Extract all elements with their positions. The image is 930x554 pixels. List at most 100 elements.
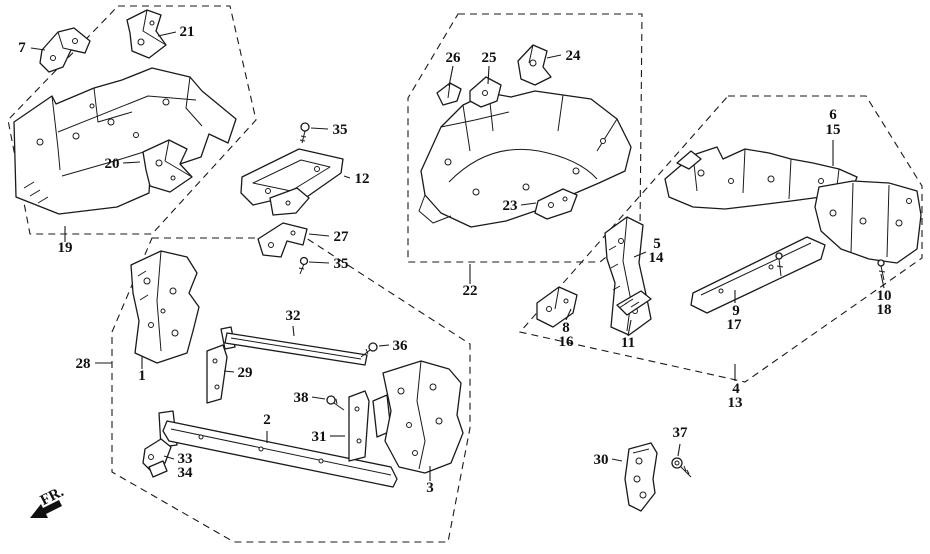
fr-label: FR.: [38, 484, 67, 509]
part-3-side-panel-right: [372, 360, 464, 474]
part-number-37: 37: [673, 425, 689, 441]
leader-line-7: [30, 47, 46, 51]
part-number-29: 29: [238, 365, 253, 381]
part-37-bolt: [671, 457, 692, 478]
leader-line-11: [627, 319, 632, 337]
leader-line-36: [378, 344, 390, 347]
part-number-11: 11: [621, 335, 635, 351]
part-22-wheelhouse-assembly: [418, 90, 632, 228]
leader-line-37: [677, 443, 681, 457]
part-12-plate: [240, 148, 344, 216]
boundary-boxes-layer: [7, 5, 923, 543]
part-8-16-bracket: [536, 286, 578, 328]
part-number-20: 20: [105, 156, 120, 172]
part-27-bracket: [257, 222, 308, 258]
part-number-23: 23: [503, 198, 518, 214]
group-22-boundary: [407, 13, 643, 263]
parts-artwork-layer: [13, 9, 922, 512]
part-number-32: 32: [286, 308, 301, 324]
leader-line-14: [633, 251, 647, 258]
part-number-3: 3: [426, 480, 434, 496]
leader-line-35: [310, 127, 329, 130]
leader-line-35: [308, 261, 330, 264]
part-number-17: 17: [727, 317, 743, 333]
part-25-bracket: [469, 76, 502, 108]
leader-line-21: [157, 31, 177, 37]
part-23-bracket: [534, 188, 578, 220]
part-6-15-upper-member: [664, 146, 858, 210]
part-number-25: 25: [482, 50, 497, 66]
part-number-14: 14: [649, 250, 665, 266]
leader-line-30: [611, 458, 623, 462]
leader-line-26: [448, 65, 454, 87]
leader-line-34: [163, 455, 175, 460]
part-number-1: 1: [138, 368, 146, 384]
part-number-4: 4: [732, 381, 740, 397]
part-19-front-side-frame: [13, 67, 237, 215]
part-number-38: 38: [294, 390, 309, 406]
leader-line-25: [487, 65, 490, 85]
fr-arrow-icon: [30, 500, 62, 518]
part-number-2: 2: [263, 412, 271, 428]
part-5-14-pillar: [604, 216, 652, 336]
leader-line-18: [880, 273, 885, 289]
group-4-13-boundary: [518, 95, 923, 383]
fr-indicator: FR.: [30, 484, 67, 518]
part-26-bracket: [436, 82, 462, 106]
part-number-34: 34: [178, 465, 194, 481]
part-number-35: 35: [334, 256, 349, 272]
part-number-31: 31: [312, 429, 327, 445]
part-number-33: 33: [178, 451, 193, 467]
part-number-21: 21: [180, 24, 195, 40]
leader-line-12: [343, 175, 351, 179]
part-35-bolt-upper: [299, 122, 310, 144]
part-number-13: 13: [728, 395, 743, 411]
part-number-6: 6: [829, 107, 837, 123]
leader-line-27: [308, 233, 330, 237]
part-number-15: 15: [826, 122, 841, 138]
part-32-upper-crossbar: [220, 326, 368, 366]
part-29-stay: [206, 344, 228, 404]
part-10-18-panel: [814, 180, 922, 281]
leader-line-38: [311, 396, 326, 400]
part-number-8: 8: [562, 320, 570, 336]
part-33-34-bracket: [142, 438, 172, 478]
part-number-28: 28: [76, 356, 91, 372]
part-number-12: 12: [355, 171, 370, 187]
part-20-bracket: [142, 139, 193, 193]
part-number-7: 7: [18, 40, 26, 56]
part-number-35: 35: [333, 122, 348, 138]
leader-line-20: [122, 161, 141, 164]
part-number-10: 10: [877, 288, 892, 304]
part-35-bolt-lower: [298, 256, 309, 275]
part-24-bracket: [517, 44, 552, 86]
part-36-bolt: [360, 342, 378, 358]
leader-line-24: [546, 54, 562, 59]
part-number-36: 36: [393, 338, 409, 354]
part-2-lower-crossmember: [158, 410, 398, 488]
part-number-16: 16: [559, 334, 575, 350]
part-number-9: 9: [732, 303, 740, 319]
part-number-19: 19: [58, 240, 73, 256]
part-number-27: 27: [334, 229, 350, 245]
leader-line-32: [292, 325, 295, 337]
part-number-5: 5: [653, 236, 661, 252]
leader-line-23: [520, 202, 537, 206]
group-19-boundary: [7, 5, 257, 235]
part-11-stiffener: [616, 290, 652, 316]
part-number-26: 26: [446, 50, 462, 66]
group-28-boundary: [111, 237, 471, 543]
part-number-18: 18: [877, 302, 892, 318]
part-21-bracket: [126, 9, 167, 59]
leader-line-29: [223, 370, 235, 373]
part-7-bracket: [39, 27, 91, 73]
part-31-stay: [348, 390, 370, 462]
part-number-30: 30: [594, 452, 609, 468]
leader-line-16: [565, 308, 572, 321]
part-1-side-panel-left: [130, 250, 200, 364]
part-38-bolt: [326, 395, 345, 411]
part-30-gusset-plate: [624, 442, 658, 512]
